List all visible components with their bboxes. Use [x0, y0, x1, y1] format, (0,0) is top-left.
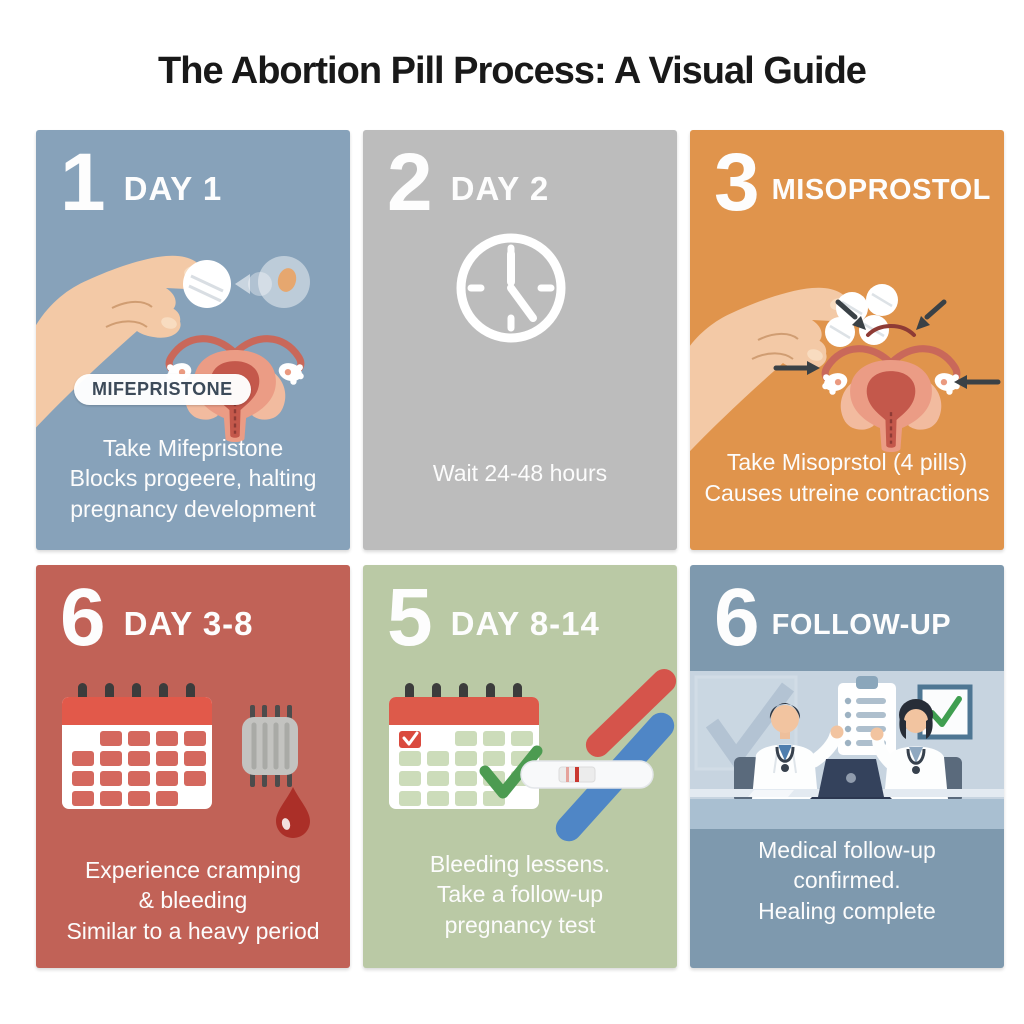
misoprostol-illustration [690, 284, 1001, 478]
pad-icon [242, 705, 298, 787]
panel-header: 1 DAY 1 [60, 137, 223, 228]
step-heading: DAY 3-8 [123, 605, 254, 642]
step-caption: Experience cramping & bleeding Similar t… [44, 855, 342, 946]
absorption-arrow-icon [235, 256, 310, 308]
blood-drop-icon [276, 787, 310, 838]
mifepristone-label: MIFEPRISTONE [74, 374, 251, 405]
day3-8-illustration [62, 683, 310, 838]
step-heading: DAY 1 [123, 170, 223, 207]
step-caption-line: Blocks progeere, halting [69, 465, 317, 492]
step-caption-line: confirmed. [793, 867, 901, 894]
step-number: 6 [60, 572, 106, 663]
step-caption: Wait 24-48 hours [371, 458, 669, 488]
step-caption-line: pregnancy test [444, 911, 596, 938]
pill-icon [183, 260, 231, 308]
step-caption-line: Healing complete [758, 897, 936, 924]
panel-header: 6 FOLLOW-UP [714, 572, 952, 663]
step-caption: Take Mifepristone Blocks progeere, halti… [44, 433, 342, 524]
pregnancy-test-icon [520, 669, 677, 842]
step-caption-line: Similar to a heavy period [66, 917, 320, 944]
step-number: 6 [714, 572, 760, 663]
mifepristone-label-text: MIFEPRISTONE [92, 379, 233, 399]
step-caption-line: Wait 24-48 hours [432, 459, 608, 486]
panel-follow-up: 6 FOLLOW-UP [690, 565, 1004, 968]
step-caption-line: pregnancy development [70, 495, 316, 522]
panel-header: 6 DAY 3-8 [60, 572, 254, 663]
page-title: The Abortion Pill Process: A Visual Guid… [158, 50, 867, 92]
step-caption-line: Take Mifepristone [102, 434, 284, 461]
step-heading: MISOPROSTOL [771, 174, 991, 206]
step-caption-line: Bleeding lessens. [429, 850, 611, 877]
panel-day8-14: 5 DAY 8-14 [363, 565, 677, 968]
day8-14-illustration [389, 669, 677, 842]
step-caption-line: Take Misoprstol (4 pills) [726, 449, 968, 476]
step-number: 2 [387, 137, 433, 228]
panel-header: 2 DAY 2 [387, 137, 550, 228]
step-caption: Medical follow-up confirmed. Healing com… [698, 835, 996, 926]
doctors-consultation-icon [690, 671, 1004, 829]
wall-check-icon [705, 682, 795, 770]
panel-header: 5 DAY 8-14 [387, 572, 600, 663]
panel-misoprostol: 3 MISOPROSTOL [690, 130, 1004, 550]
calendar-check-icon [389, 683, 543, 809]
follow-up-illustration [690, 671, 1004, 829]
step-number: 5 [387, 572, 433, 663]
panel-grid: 1 DAY 1 MIFEPRISTONE [36, 130, 1004, 968]
clipboard-icon [838, 676, 896, 755]
doctor-left [752, 703, 844, 799]
step-heading: DAY 2 [450, 170, 550, 207]
step-caption-line: Take a follow-up [436, 881, 604, 908]
step-caption-line: Causes utreine contractions [704, 479, 990, 506]
step-number: 1 [60, 137, 106, 228]
uterus-contractions-icon [773, 299, 1001, 452]
clock-icon [456, 233, 566, 343]
desk-front [690, 799, 1004, 829]
step-caption: Bleeding lessens. Take a follow-up pregn… [371, 849, 669, 940]
paper [748, 790, 794, 797]
day1-illustration [36, 254, 310, 446]
step-heading: DAY 8-14 [450, 605, 600, 642]
panel-day3-8: 6 DAY 3-8 [36, 565, 350, 968]
step-heading: FOLLOW-UP [771, 609, 952, 641]
step-caption-line: Experience cramping [84, 856, 302, 883]
step-caption-line: Medical follow-up [758, 836, 936, 863]
step-caption: Take Misoprstol (4 pills) Causes utreine… [698, 447, 996, 508]
doctor-right [870, 699, 948, 799]
panel-day1: 1 DAY 1 MIFEPRISTONE [36, 130, 350, 550]
calendar-icon [62, 683, 212, 809]
step-number: 3 [714, 137, 760, 228]
panel-header: 3 MISOPROSTOL [714, 137, 991, 228]
panel-day2: 2 DAY 2 Wait 24-48 hours [363, 130, 677, 550]
step-caption-line: & bleeding [138, 887, 248, 914]
day2-illustration [456, 233, 566, 343]
